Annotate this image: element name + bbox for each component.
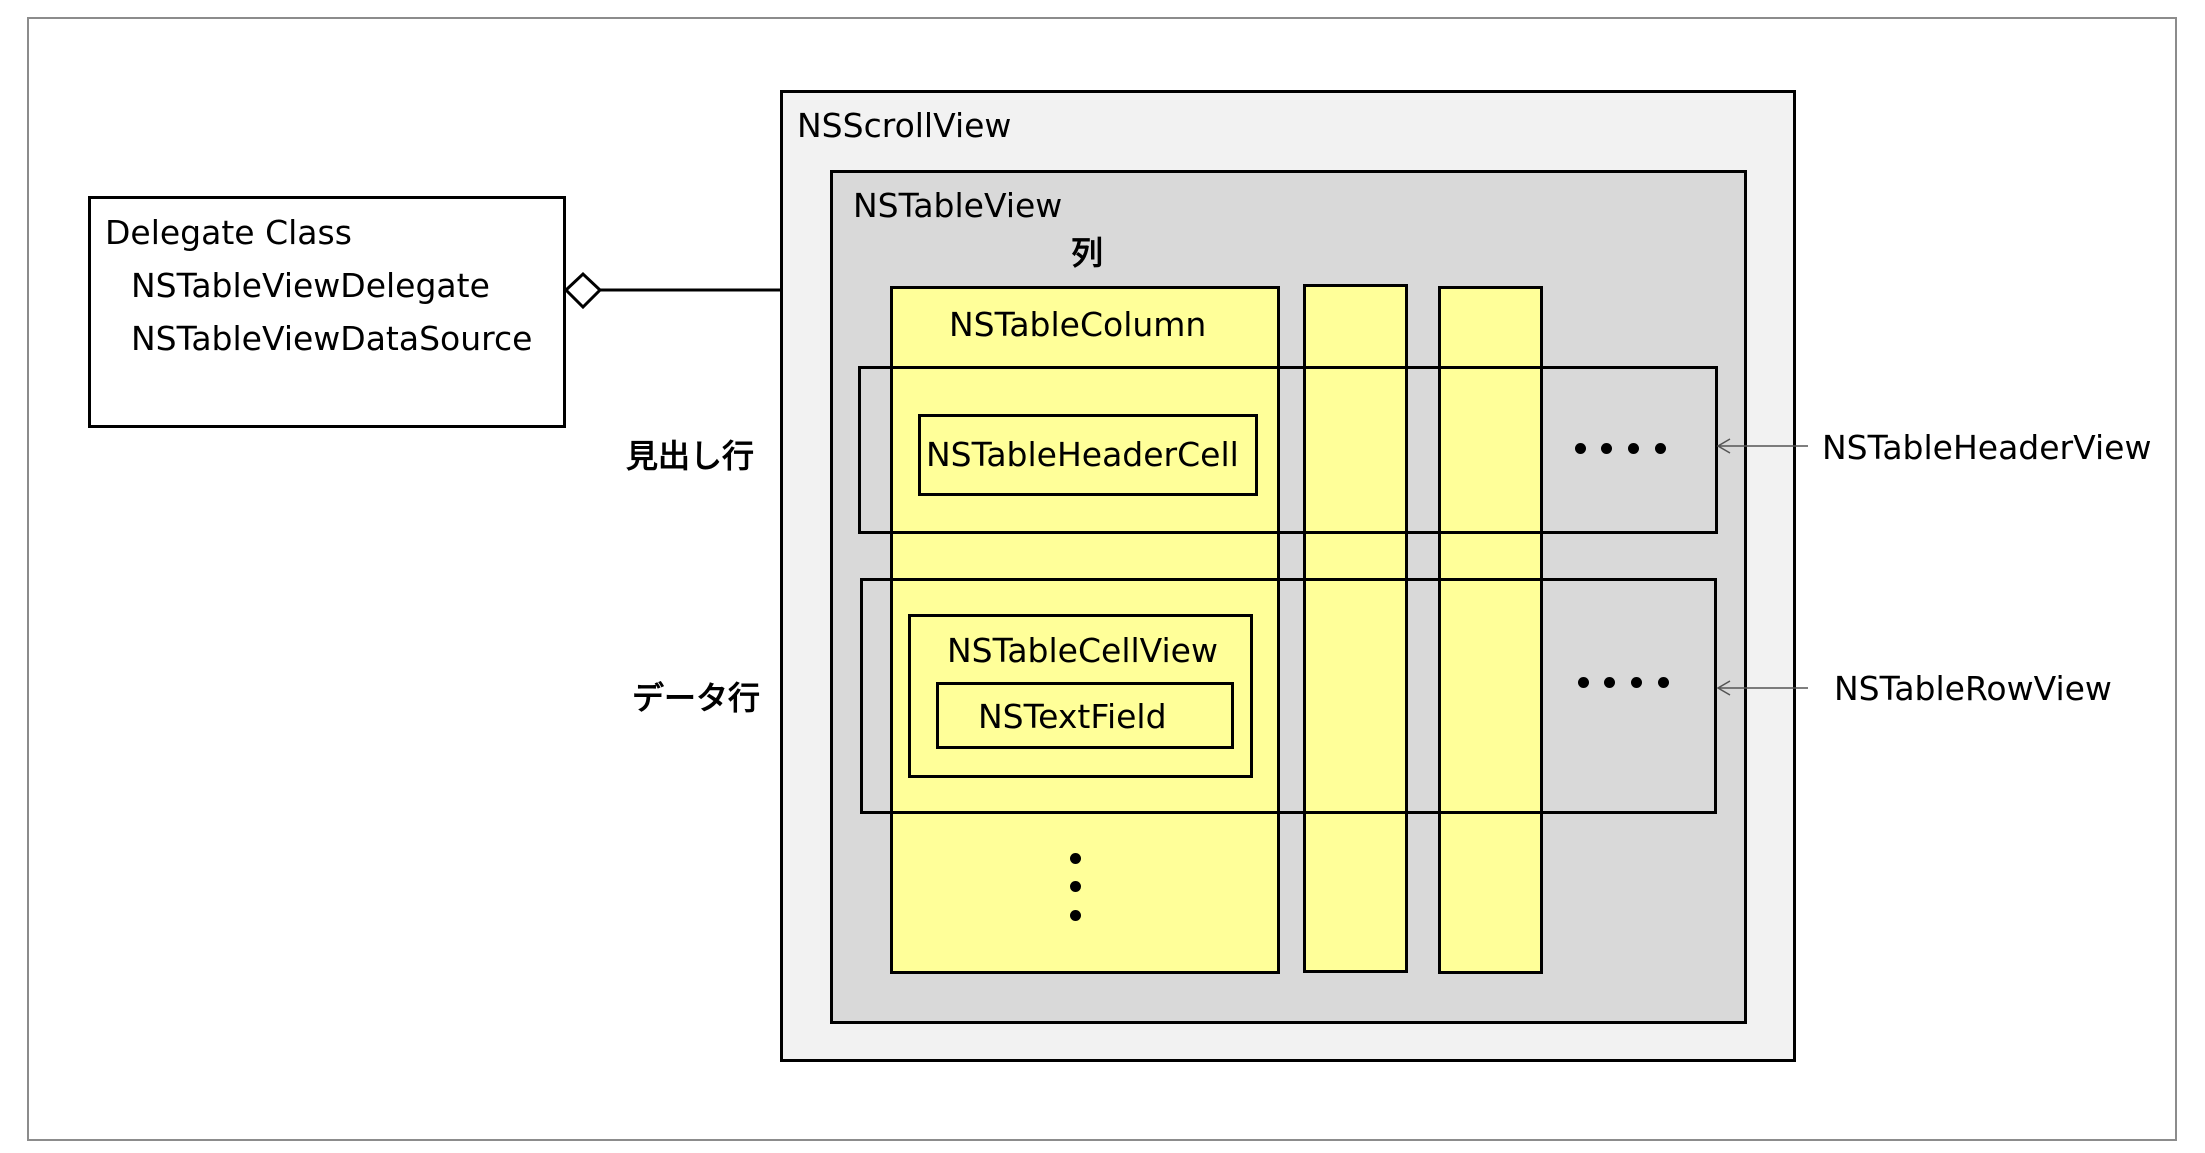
- header-ellipsis-dot: [1628, 443, 1639, 454]
- aggregation-diamond-icon: [563, 271, 603, 310]
- row-ellipsis-dot: [1578, 677, 1589, 688]
- scroll-view-label: NSScrollView: [797, 106, 1012, 145]
- table-column-second: [1303, 284, 1408, 973]
- delegate-protocol-label: NSTableViewDelegate: [131, 266, 490, 305]
- row-ellipsis-dot: [1604, 677, 1615, 688]
- vertical-ellipsis-dot: [1070, 853, 1081, 864]
- header-view-band: [858, 366, 1718, 534]
- row-view-band: [860, 578, 1717, 814]
- header-row-caption: 見出し行: [626, 437, 755, 475]
- column-caption: 列: [1071, 234, 1104, 272]
- table-column-label: NSTableColumn: [949, 305, 1207, 344]
- row-view-label: NSTableRowView: [1834, 669, 2112, 708]
- delegate-class-title: Delegate Class: [105, 213, 352, 252]
- text-field-box: [936, 682, 1234, 749]
- header-ellipsis-dot: [1655, 443, 1666, 454]
- header-view-label: NSTableHeaderView: [1822, 428, 2152, 467]
- row-view-arrow-head-icon: [1716, 680, 1731, 696]
- header-ellipsis-dot: [1601, 443, 1612, 454]
- cell-view-label: NSTableCellView: [947, 631, 1218, 670]
- vertical-ellipsis-dot: [1070, 910, 1081, 921]
- header-cell-label: NSTableHeaderCell: [926, 435, 1239, 474]
- header-cell-box: [918, 414, 1258, 496]
- delegate-class-box: [88, 196, 566, 428]
- header-ellipsis-dot: [1575, 443, 1586, 454]
- row-ellipsis-dot: [1631, 677, 1642, 688]
- table-column-third: [1438, 286, 1543, 974]
- header-view-arrow-head-icon: [1716, 438, 1731, 454]
- row-ellipsis-dot: [1658, 677, 1669, 688]
- vertical-ellipsis-dot: [1070, 881, 1081, 892]
- table-view-label: NSTableView: [853, 186, 1063, 225]
- text-field-label: NSTextField: [978, 697, 1167, 736]
- data-row-caption: データ行: [632, 679, 761, 717]
- datasource-protocol-label: NSTableViewDataSource: [131, 319, 533, 358]
